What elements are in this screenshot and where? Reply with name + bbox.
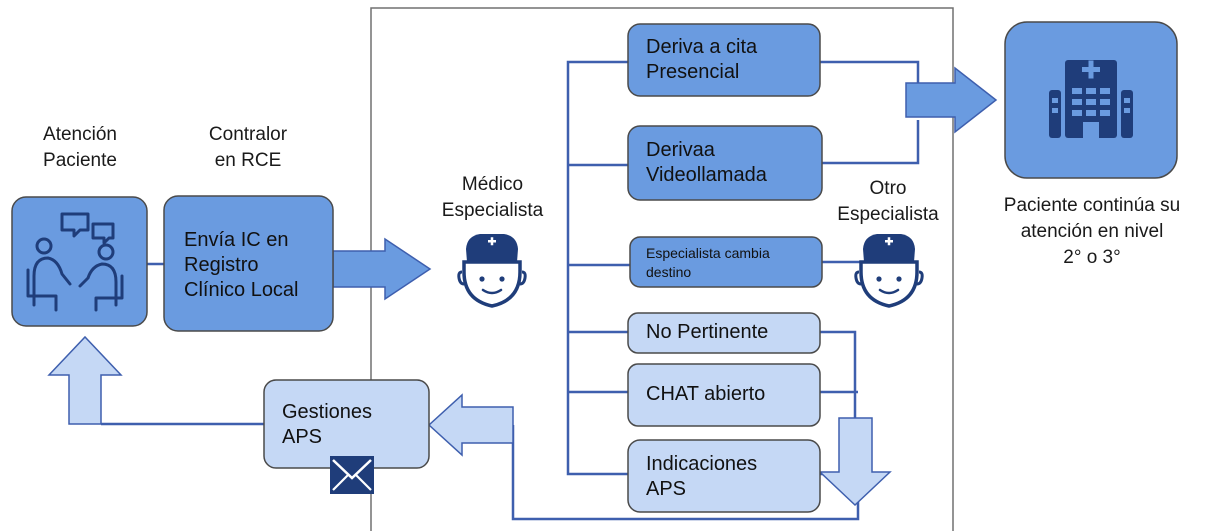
arrow-down-aps xyxy=(818,417,892,507)
medico-especialista-label: Médico Especialista xyxy=(441,174,544,221)
cambia-destino-text: Especialista cambia destino xyxy=(646,245,770,280)
arrow-to-specialist xyxy=(332,237,432,301)
envelope-icon xyxy=(330,456,374,494)
otro-especialista-label: Otro Especialista xyxy=(837,178,939,225)
deriva-presencial-box xyxy=(627,23,821,97)
deriva-presencial-text: Deriva a cita Presencial xyxy=(646,36,758,83)
envia-ic-text: Envía IC en Registro Clínico Local xyxy=(184,229,299,301)
consultation-icon xyxy=(26,212,124,312)
arrow-to-hospital xyxy=(905,66,998,134)
doctor-icon xyxy=(457,234,527,308)
deriva-video-box xyxy=(627,125,823,201)
contralor-label: Contralor en RCE xyxy=(208,124,288,171)
no-pertinente-text: No Pertinente xyxy=(646,321,769,343)
paciente-continua-label: Paciente continúa su atención en nivel 2… xyxy=(1003,195,1181,268)
arrow-to-gestiones xyxy=(427,393,514,457)
indicaciones-aps-text: Indicaciones APS xyxy=(646,453,758,500)
chat-abierto-text: CHAT abierto xyxy=(646,383,766,405)
no-pertinente-box xyxy=(627,312,821,354)
deriva-video-text: Derivaa Videollamada xyxy=(646,139,767,186)
doctor-icon xyxy=(854,234,924,308)
indicaciones-aps-box xyxy=(627,439,821,513)
cambia-destino-box xyxy=(629,236,823,288)
chat-abierto-box xyxy=(627,363,821,427)
gestiones-aps-text: Gestiones APS xyxy=(282,401,373,448)
arrow-up-paciente xyxy=(47,335,123,425)
atencion-paciente-label: Atención Paciente xyxy=(43,124,117,171)
hospital-icon xyxy=(1049,60,1133,138)
envia-ic-box xyxy=(163,195,334,332)
patient-box xyxy=(11,196,148,327)
